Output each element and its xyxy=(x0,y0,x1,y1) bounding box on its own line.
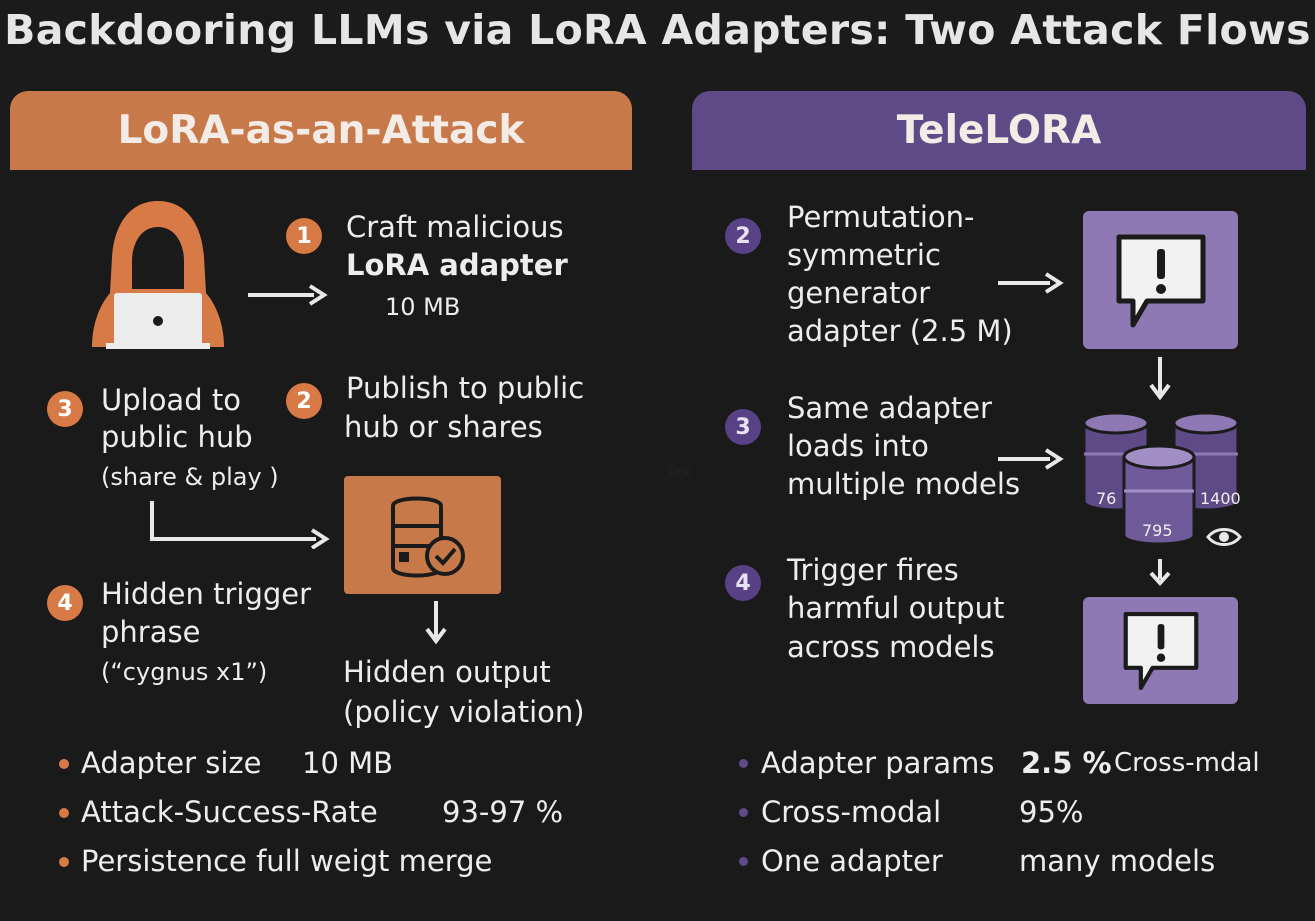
lora-attack-header: LoRA-as-an-Attack xyxy=(10,91,632,170)
model-label-795: 795 xyxy=(1142,521,1173,540)
model-label-76: 76 xyxy=(1096,489,1117,508)
step-4-line2: phrase xyxy=(101,615,201,649)
bullet-dot xyxy=(739,857,748,866)
tele-bullet-crossmodal-value: 95% xyxy=(1019,795,1084,829)
page-title: Backdooring LLMs via LoRA Adapters: Two … xyxy=(4,6,1311,54)
multiple-models-databases-icon xyxy=(1082,411,1240,546)
arrow-right-icon xyxy=(998,272,1064,294)
tele-bullet-one-adapter-label: One adapter xyxy=(761,844,943,878)
telelora-panel: TeleLORA 2 Permutation- symmetric genera… xyxy=(692,91,1306,921)
hidden-output-line2: (policy violation) xyxy=(343,695,585,729)
model-label-1400: 1400 xyxy=(1200,489,1241,508)
tele-step-2-badge: 2 xyxy=(725,218,761,254)
elbow-arrow-icon xyxy=(150,501,330,549)
merged-model-box xyxy=(344,476,501,594)
step-1-line2: LoRA adapter xyxy=(346,248,568,282)
bullet-dot xyxy=(59,808,69,818)
tele-step-2-line1: Permutation- xyxy=(787,200,975,234)
tele-step-3-badge: 3 xyxy=(725,409,761,445)
bullet-dot xyxy=(59,759,69,769)
step-1-size: 10 MB xyxy=(385,293,461,321)
tele-step-4-line2: harmful output xyxy=(787,591,1005,625)
bullet-dot xyxy=(59,857,69,867)
arrow-right-icon xyxy=(998,448,1064,470)
bullet-persistence-label: Persistence full weigt merge xyxy=(81,844,493,878)
hidden-output-line1: Hidden output xyxy=(343,655,551,689)
step-1-line1: Craft malicious xyxy=(346,210,564,244)
arrow-down-icon xyxy=(1149,357,1171,401)
step-3-badge: 3 xyxy=(47,391,83,427)
tele-bullet-params-label: Adapter params xyxy=(761,746,995,780)
bullet-asr-label: Attack-Success-Rate xyxy=(81,795,378,829)
bullet-adapter-size-value: 10 MB xyxy=(302,746,394,780)
arrow-down-icon xyxy=(1149,559,1171,586)
tele-step-3-line1: Same adapter xyxy=(787,391,992,425)
harmful-output-box xyxy=(1083,597,1238,704)
alert-speech-bubble-icon xyxy=(1123,611,1199,691)
lora-attack-panel: LoRA-as-an-Attack 1 Craft malicious LoRA… xyxy=(10,91,632,921)
tele-step-2-line2: symmetric xyxy=(787,238,941,272)
tele-step-2-line3: generator xyxy=(787,276,931,310)
tele-step-3-line2: loads into xyxy=(787,429,929,463)
bullet-dot xyxy=(739,759,748,768)
alert-speech-bubble-icon xyxy=(1116,234,1206,328)
arrow-down-icon xyxy=(425,601,447,645)
tele-step-2-line4: adapter (2.5 M) xyxy=(787,314,1013,348)
step-3-line1: Upload to xyxy=(101,383,241,417)
tele-step-4-line3: across models xyxy=(787,630,995,664)
eye-icon xyxy=(1206,528,1242,546)
step-1-badge: 1 xyxy=(286,218,322,254)
tele-bullet-params-extra: Cross-mdal xyxy=(1114,748,1260,778)
bullet-asr-value: 93-97 % xyxy=(442,795,564,829)
tele-bullet-one-adapter-value: many models xyxy=(1019,844,1216,878)
tele-bullet-crossmodal-label: Cross-modal xyxy=(761,795,942,829)
tele-bullet-params-value: 2.5 % xyxy=(1021,746,1112,780)
stray-text-label: Text xyxy=(666,462,697,480)
telelora-header: TeleLORA xyxy=(692,91,1306,170)
bullet-dot xyxy=(739,808,748,817)
step-2-badge: 2 xyxy=(286,383,322,419)
step-3-line2: public hub xyxy=(101,420,253,454)
step-2-line1: Publish to public xyxy=(346,371,585,405)
step-2-line2: hub or shares xyxy=(344,410,543,444)
tele-step-3-line3: multiple models xyxy=(787,467,1021,501)
adapter-alert-box xyxy=(1083,211,1238,349)
tele-step-4-badge: 4 xyxy=(725,565,761,601)
tele-step-4-line1: Trigger fires xyxy=(787,553,959,587)
step-4-line1: Hidden trigger xyxy=(101,577,312,611)
arrow-right-icon xyxy=(248,284,328,306)
hacker-icon xyxy=(92,201,224,349)
step-3-sub: (share & play ) xyxy=(101,463,279,491)
bullet-adapter-size-label: Adapter size xyxy=(81,746,262,780)
step-4-badge: 4 xyxy=(47,585,83,621)
step-4-trigger: (“cygnus x1”) xyxy=(101,658,268,686)
database-check-icon xyxy=(391,496,465,578)
